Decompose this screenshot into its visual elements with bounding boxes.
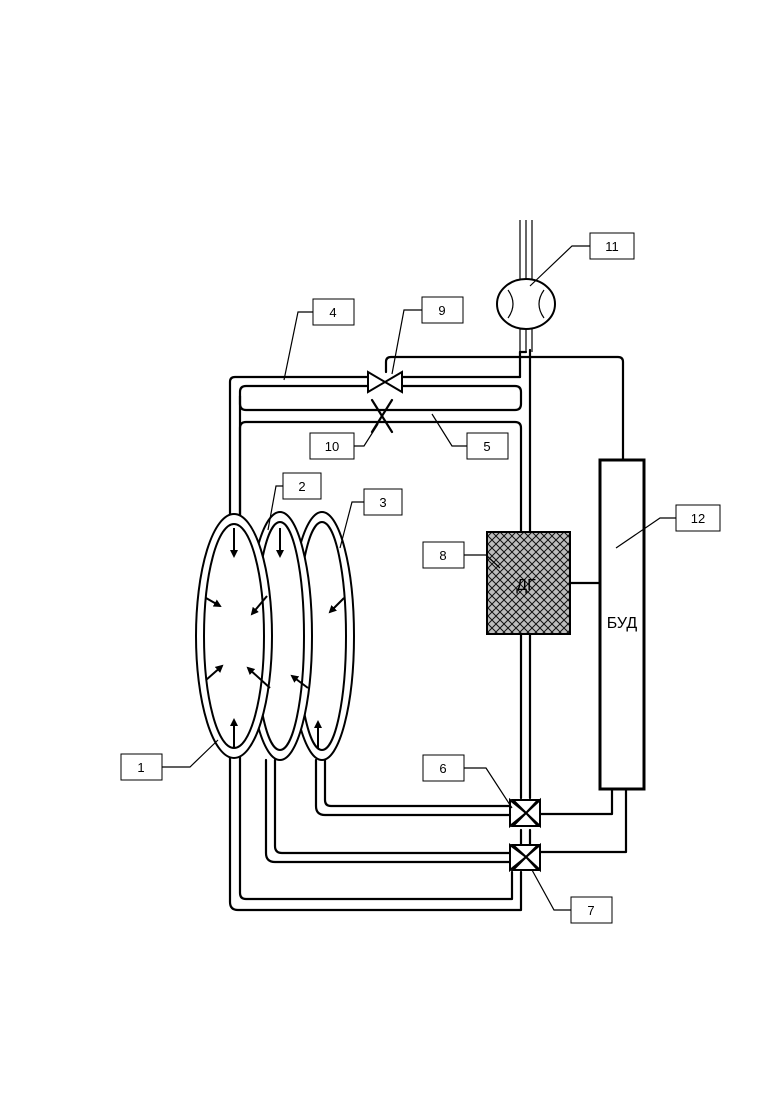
- callout-7: 7: [571, 897, 612, 923]
- callout-4: 4: [313, 299, 354, 325]
- label-4: 4: [329, 305, 336, 320]
- callout-3: 3: [364, 489, 402, 515]
- label-7: 7: [587, 903, 594, 918]
- label-5: 5: [483, 439, 490, 454]
- valve-6: [510, 800, 540, 826]
- callout-12: 12: [676, 505, 720, 531]
- valve-7: [510, 845, 540, 870]
- label-6: 6: [439, 761, 446, 776]
- label-1: 1: [137, 760, 144, 775]
- control-unit-label: БУД: [607, 615, 638, 632]
- label-9: 9: [438, 303, 445, 318]
- flow-sensor-11: [497, 279, 555, 329]
- label-10: 10: [325, 439, 339, 454]
- gas-generator-8: ДГ: [487, 532, 600, 634]
- valve-10: [372, 400, 392, 432]
- chamber-pipes-lower: [230, 756, 521, 910]
- gas-generator-label: ДГ: [516, 577, 536, 594]
- callout-8: 8: [423, 542, 464, 568]
- valve-9: [368, 372, 402, 392]
- label-3: 3: [379, 495, 386, 510]
- label-2: 2: [298, 479, 305, 494]
- label-12: 12: [691, 511, 705, 526]
- label-8: 8: [439, 548, 446, 563]
- callout-11: 11: [590, 233, 634, 259]
- callout-6: 6: [423, 755, 464, 781]
- callout-5: 5: [467, 433, 508, 459]
- callout-2: 2: [283, 473, 321, 499]
- label-11: 11: [605, 239, 619, 254]
- callout-10: 10: [310, 433, 354, 459]
- callout-1: 1: [121, 754, 162, 780]
- callout-9: 9: [422, 297, 463, 323]
- control-unit-12: БУД: [535, 460, 644, 852]
